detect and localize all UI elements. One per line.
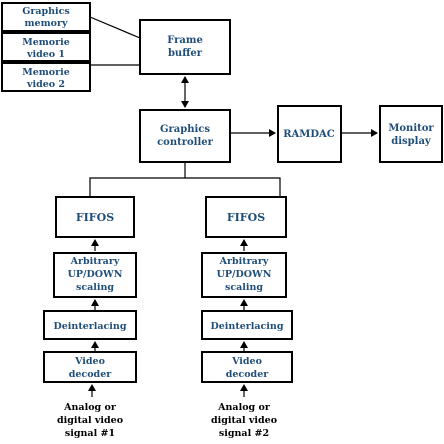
frame-buffer-line2: buffer — [168, 48, 203, 59]
memory-link-top — [89, 16, 141, 39]
graphics-controller-line1: Graphics — [160, 124, 210, 135]
controller-fifos-1-link — [89, 162, 186, 196]
video-decoder-2-line1: Video — [231, 356, 262, 367]
graphics-controller-line2: controller — [157, 137, 214, 148]
scaling-2-box — [201, 252, 287, 298]
monitor-display-box — [379, 105, 443, 163]
video-memory-2-box — [1, 62, 91, 92]
input-signal-1-line2: digital video — [57, 415, 123, 426]
graphics-memory-line2: memory — [24, 18, 67, 29]
graphics-controller-box — [139, 109, 231, 163]
ramdac-label: RAMDAC — [283, 129, 335, 140]
video-decoder-1-line1: Video — [74, 356, 105, 367]
controller-fifos-2-link — [185, 177, 281, 196]
pipeline-2: FIFOS Arbitrary UP/DOWN scaling Deinterl… — [201, 196, 293, 439]
graphics-memory-line1: Graphics — [22, 6, 70, 17]
fifos-1-box — [55, 196, 135, 238]
fifos-1-label: FIFOS — [76, 211, 114, 224]
monitor-display-line1: Monitor — [388, 123, 434, 134]
deinterlacing-2-label: Deinterlacing — [211, 321, 284, 332]
scaling-1-box — [53, 252, 137, 298]
frame-buffer-box — [139, 19, 231, 75]
input-signal-2-line3: signal #2 — [219, 428, 269, 439]
deinterlacing-1-box — [43, 310, 137, 340]
fifos-2-box — [205, 196, 287, 238]
input-signal-1-line3: signal #1 — [65, 428, 115, 439]
video-decoder-1-line2: decoder — [69, 369, 112, 380]
graphics-memory-box — [1, 2, 91, 32]
input-signal-1-line1: Analog or — [63, 402, 117, 413]
scaling-2-line2: UP/DOWN — [217, 269, 272, 280]
video-memory-1-line1: Memorie — [22, 37, 70, 48]
video-memory-1-line2: video 1 — [26, 49, 65, 60]
video-memory-2-line1: Memorie — [22, 67, 70, 78]
scaling-1-line2: UP/DOWN — [68, 269, 123, 280]
pipeline-1: FIFOS Arbitrary UP/DOWN scaling Deinterl… — [43, 196, 137, 439]
ramdac-box — [277, 105, 342, 163]
input-signal-2-line2: digital video — [211, 415, 277, 426]
video-decoder-1-box — [43, 351, 137, 383]
deinterlacing-2-box — [201, 310, 293, 340]
scaling-2-line3: scaling — [225, 282, 263, 293]
video-memory-2-line2: video 2 — [26, 79, 65, 90]
scaling-1-line1: Arbitrary — [70, 256, 120, 267]
memory-stack: Graphics memory Memorie video 1 Memorie … — [1, 2, 91, 92]
scaling-2-line1: Arbitrary — [219, 256, 269, 267]
input-signal-2-line1: Analog or — [217, 402, 271, 413]
frame-buffer-line1: Frame — [167, 35, 203, 46]
video-decoder-2-line2: decoder — [226, 369, 269, 380]
video-decoder-2-box — [201, 351, 293, 383]
video-memory-1-box — [1, 32, 91, 62]
fifos-2-label: FIFOS — [227, 211, 265, 224]
monitor-display-line2: display — [391, 136, 432, 147]
scaling-1-line3: scaling — [76, 282, 114, 293]
deinterlacing-1-label: Deinterlacing — [54, 321, 127, 332]
